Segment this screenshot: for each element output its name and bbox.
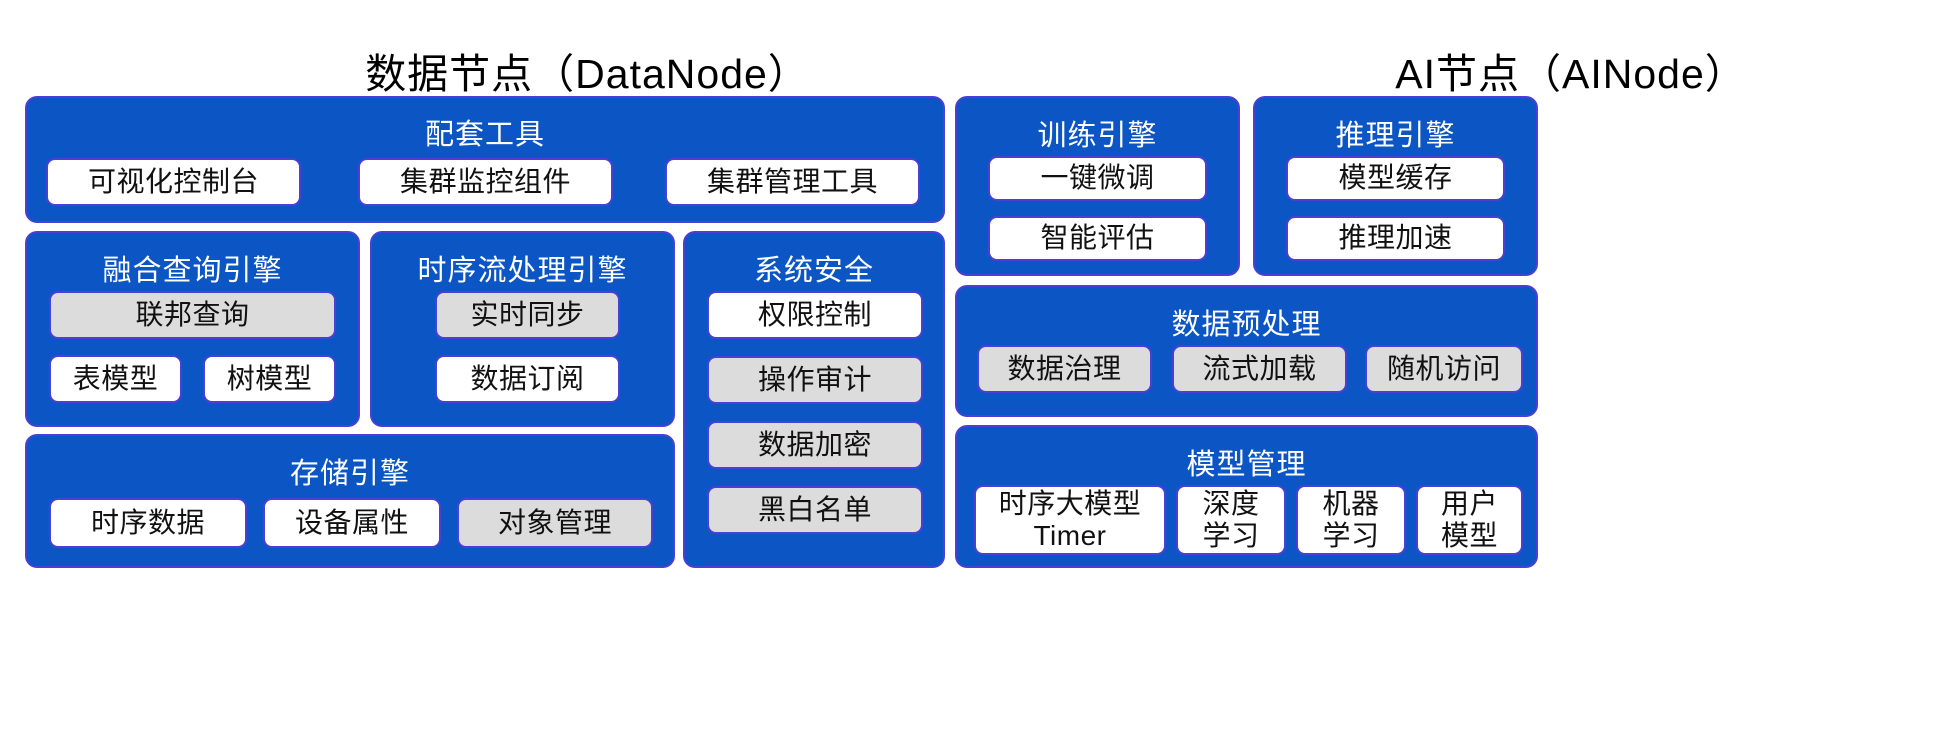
- panel-data-preprocessing: 数据预处理 数据治理 流式加载 随机访问: [955, 285, 1538, 417]
- chip-streaming-load[interactable]: 流式加载: [1172, 345, 1347, 393]
- chip-cluster-management-tool[interactable]: 集群管理工具: [665, 158, 920, 206]
- panel-system-security: 系统安全 权限控制 操作审计 数据加密 黑白名单: [683, 231, 945, 568]
- chip-data-subscription[interactable]: 数据订阅: [435, 355, 620, 403]
- panel-supporting-tools: 配套工具 可视化控制台 集群监控组件 集群管理工具: [25, 96, 945, 223]
- chip-data-governance[interactable]: 数据治理: [977, 345, 1152, 393]
- chip-one-click-finetune[interactable]: 一键微调: [988, 156, 1207, 201]
- panel-title-supporting-tools: 配套工具: [424, 119, 545, 151]
- chip-timeseries-data[interactable]: 时序数据: [49, 498, 247, 548]
- panel-fusion-query-engine: 融合查询引擎 联邦查询 表模型 树模型: [25, 231, 360, 427]
- chip-machine-learning[interactable]: 机器 学习: [1296, 485, 1406, 555]
- chip-table-model[interactable]: 表模型: [49, 355, 182, 403]
- chip-cluster-monitoring-component[interactable]: 集群监控组件: [358, 158, 613, 206]
- panel-title-fusion-query-engine: 融合查询引擎: [102, 255, 283, 287]
- chip-blacklist-whitelist[interactable]: 黑白名单: [707, 486, 923, 534]
- panel-title-model-management: 模型管理: [1186, 449, 1307, 481]
- panel-title-stream-processing-engine: 时序流处理引擎: [417, 255, 628, 287]
- chip-inference-acceleration[interactable]: 推理加速: [1286, 216, 1505, 261]
- datanode-column-title: 数据节点（DataNode）: [365, 51, 810, 97]
- panel-title-training-engine: 训练引擎: [1037, 120, 1158, 152]
- chip-user-model[interactable]: 用户 模型: [1416, 485, 1523, 555]
- chip-random-access[interactable]: 随机访问: [1365, 345, 1523, 393]
- chip-federated-query[interactable]: 联邦查询: [49, 291, 336, 339]
- chip-operation-audit[interactable]: 操作审计: [707, 356, 923, 404]
- panel-model-management: 模型管理 时序大模型 Timer 深度 学习 机器 学习 用户 模型: [955, 425, 1538, 568]
- chip-timeseries-large-model-timer[interactable]: 时序大模型 Timer: [974, 485, 1166, 555]
- chip-object-management[interactable]: 对象管理: [457, 498, 653, 548]
- chip-intelligent-evaluation[interactable]: 智能评估: [988, 216, 1207, 261]
- panel-stream-processing-engine: 时序流处理引擎 实时同步 数据订阅: [370, 231, 675, 427]
- chip-deep-learning[interactable]: 深度 学习: [1176, 485, 1286, 555]
- chip-realtime-sync[interactable]: 实时同步: [435, 291, 620, 339]
- panel-title-data-preprocessing: 数据预处理: [1171, 309, 1322, 341]
- ainode-column-title: AI节点（AINode）: [1395, 51, 1747, 97]
- chip-data-encryption[interactable]: 数据加密: [707, 421, 923, 469]
- chip-tree-model[interactable]: 树模型: [203, 355, 336, 403]
- panel-title-inference-engine: 推理引擎: [1335, 120, 1456, 152]
- panel-storage-engine: 存储引擎 时序数据 设备属性 对象管理: [25, 434, 675, 568]
- chip-visualization-console[interactable]: 可视化控制台: [46, 158, 301, 206]
- chip-permission-control[interactable]: 权限控制: [707, 291, 923, 339]
- chip-model-cache[interactable]: 模型缓存: [1286, 156, 1505, 201]
- panel-training-engine: 训练引擎 一键微调 智能评估: [955, 96, 1240, 276]
- panel-title-storage-engine: 存储引擎: [289, 458, 410, 490]
- panel-inference-engine: 推理引擎 模型缓存 推理加速: [1253, 96, 1538, 276]
- chip-device-attributes[interactable]: 设备属性: [263, 498, 441, 548]
- panel-title-system-security: 系统安全: [753, 255, 874, 287]
